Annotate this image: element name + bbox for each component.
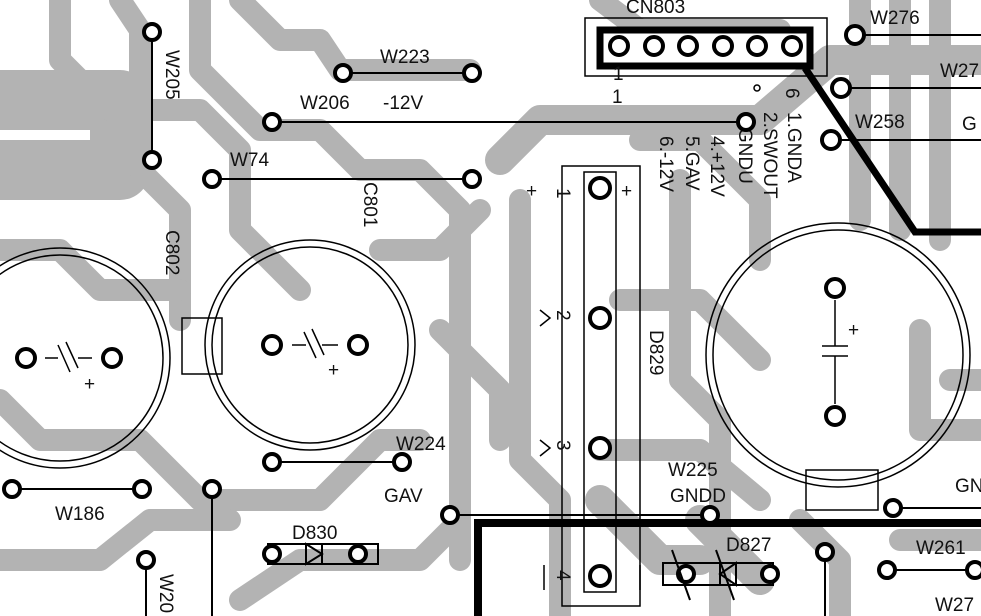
- label-w74: W74: [230, 150, 270, 171]
- connector-pin-5: 5.GAV: [681, 136, 702, 191]
- label-w261: W261: [916, 538, 966, 559]
- svg-text:+: +: [621, 181, 632, 202]
- label-gn: GN: [955, 476, 981, 497]
- connector-pin-4: 4.+12V: [706, 136, 727, 197]
- label-d829: D829: [645, 330, 666, 375]
- jumper-wires: [2, 22, 981, 616]
- label-w20: W20: [155, 574, 176, 613]
- label-w258: W258: [855, 112, 905, 133]
- label-g: G: [962, 114, 977, 135]
- label-w225: W225: [668, 460, 718, 481]
- svg-text:+: +: [328, 360, 339, 381]
- connector-pin-2: 2.SWOUT: [759, 112, 780, 199]
- label-cn803: CN803: [626, 0, 685, 18]
- label-c802: C802: [161, 230, 182, 275]
- large-capacitor-right: +: [705, 222, 971, 511]
- cn803-pin1-mark: 1: [613, 64, 624, 85]
- label-w276: W276: [870, 8, 920, 29]
- d830-diode: [262, 542, 379, 566]
- label-c801: C801: [359, 182, 380, 227]
- d829-pin-label: 3: [552, 440, 573, 451]
- label-gav: GAV: [384, 486, 423, 507]
- label-w206: W206: [300, 93, 350, 114]
- label-d830: D830: [292, 523, 337, 544]
- board-outline-line: [802, 66, 981, 236]
- label-w27-bottom: W27: [935, 595, 974, 616]
- label-w223: W223: [380, 47, 430, 68]
- d829-pin-label: 4: [552, 570, 573, 581]
- label-d827: D827: [726, 535, 771, 556]
- d827-diode: [662, 549, 780, 601]
- c801-capacitor: +: [181, 239, 416, 451]
- silkscreen-labels: CN803 W276 W27 W258 G W223 W206 -12V W74…: [55, 0, 981, 616]
- connector-pin-1: 1.GNDA: [783, 112, 804, 183]
- label-gndd: GNDD: [670, 486, 726, 507]
- svg-text:+: +: [526, 181, 537, 202]
- cn803-pin1-label: 1: [612, 87, 623, 108]
- cn803-pin6-label: 6: [781, 88, 802, 99]
- board-outline-line: [474, 519, 981, 616]
- label-w224: W224: [396, 434, 446, 455]
- c802-capacitor: +: [0, 247, 171, 469]
- label-w186: W186: [55, 504, 105, 525]
- label-minus12v: -12V: [383, 93, 423, 114]
- label-w27-top: W27: [940, 61, 979, 82]
- d829-pin-label: 2: [552, 310, 573, 321]
- d829-pin-label: 1: [552, 188, 573, 199]
- svg-text:+: +: [848, 320, 859, 341]
- svg-text:+: +: [84, 374, 95, 395]
- d829-component: + + 1 2 3 4: [526, 165, 641, 607]
- connector-pin-6: 6.-12V: [655, 136, 676, 192]
- label-w205: W205: [161, 50, 182, 100]
